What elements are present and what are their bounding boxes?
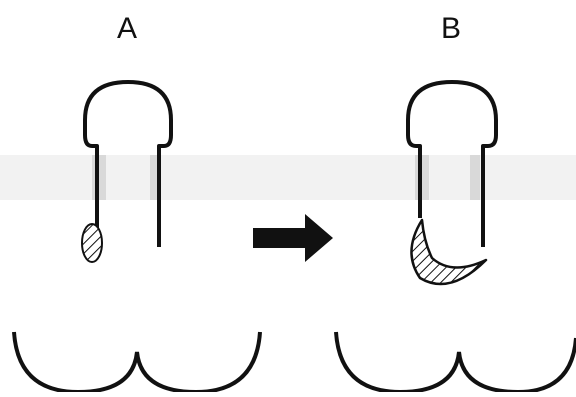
- background-band: [0, 155, 576, 200]
- panel-label-a: A: [117, 14, 137, 44]
- hatched-region-b: [411, 220, 486, 284]
- panel-label-b: B: [441, 14, 461, 44]
- bottom-arcs-b: [336, 332, 576, 392]
- hatched-region-a: [82, 224, 102, 262]
- band-accent: [470, 155, 480, 200]
- arrow-right-icon: [253, 214, 333, 262]
- bottom-arcs-a: [14, 332, 260, 392]
